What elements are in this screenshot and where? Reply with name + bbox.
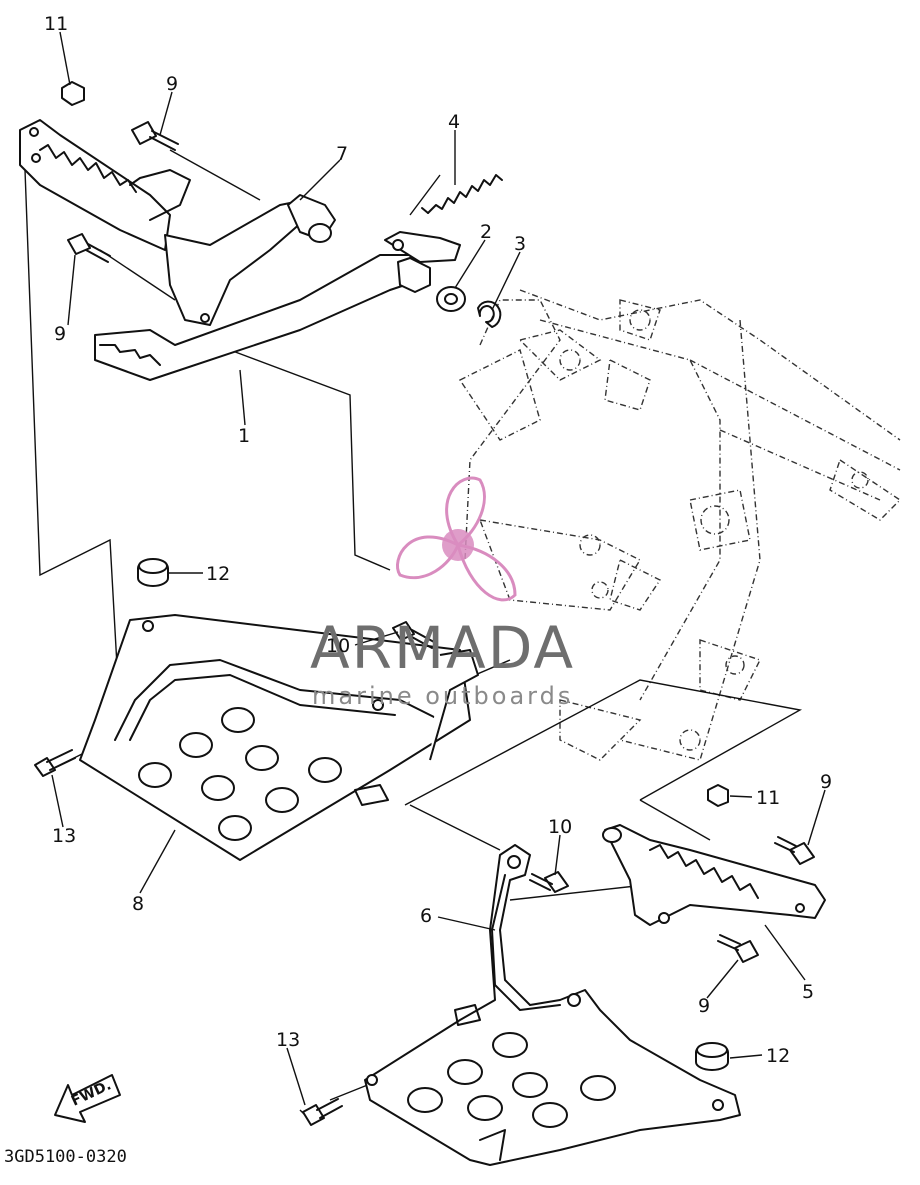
watermark-subtitle: marine outboards [312,682,573,710]
bolt-9-left [67,233,111,263]
callout-7: 7 [336,143,348,165]
fwd-arrow-icon: FWD. [54,1074,121,1123]
callout-8: 8 [132,893,144,915]
propeller-icon [396,476,517,602]
callout-10-lower: 10 [548,816,572,838]
diagram-code: 3GD5100-0320 [4,1147,127,1167]
watermark-title: ARMADA [310,614,575,682]
right-footplate-bracket [364,844,741,1166]
armada-watermark: ARMADA marine outboards [310,476,575,710]
bolt-9-upper [131,121,179,151]
callout-13-lower: 13 [276,1029,300,1051]
callout-4: 4 [448,111,460,133]
callout-1: 1 [238,425,250,447]
callout-6: 6 [420,905,432,927]
bolt-9-right-upper [774,836,815,865]
return-spring [421,174,503,214]
bolt-9-right-lower [717,934,759,963]
callout-2: 2 [480,221,492,243]
right-footrest [602,824,826,926]
left-footrest-bracket [19,119,336,326]
callout-5: 5 [802,981,814,1003]
callout-9-right-lower: 9 [698,995,710,1017]
nut-11-top [61,81,85,106]
nut-11-right [707,784,729,807]
callout-9-top: 9 [166,73,178,95]
callout-11-top: 11 [44,13,68,35]
callout-numbers: 11 9 7 4 2 3 9 1 12 10 13 8 10 11 9 6 9 … [44,13,832,1067]
bolt-10-lower [529,871,569,893]
washer [436,286,466,312]
left-footplate [79,614,479,861]
callout-9-right-upper: 9 [820,771,832,793]
brake-pedal [94,231,461,381]
damper-12-upper [137,558,169,587]
callout-12-lower: 12 [766,1045,790,1067]
callout-11-right: 11 [756,787,780,809]
callout-9-left: 9 [54,323,66,345]
callout-13-left: 13 [52,825,76,847]
damper-12-lower [695,1042,729,1071]
bolt-13-lower [302,1098,343,1126]
callout-3: 3 [514,233,526,255]
callout-10-upper: 10 [326,635,350,657]
callout-12-upper: 12 [206,563,230,585]
bolt-10-upper [392,621,435,649]
callout-leaders [51,31,826,1106]
circlip [477,300,502,328]
bolt-13-left [34,749,76,777]
